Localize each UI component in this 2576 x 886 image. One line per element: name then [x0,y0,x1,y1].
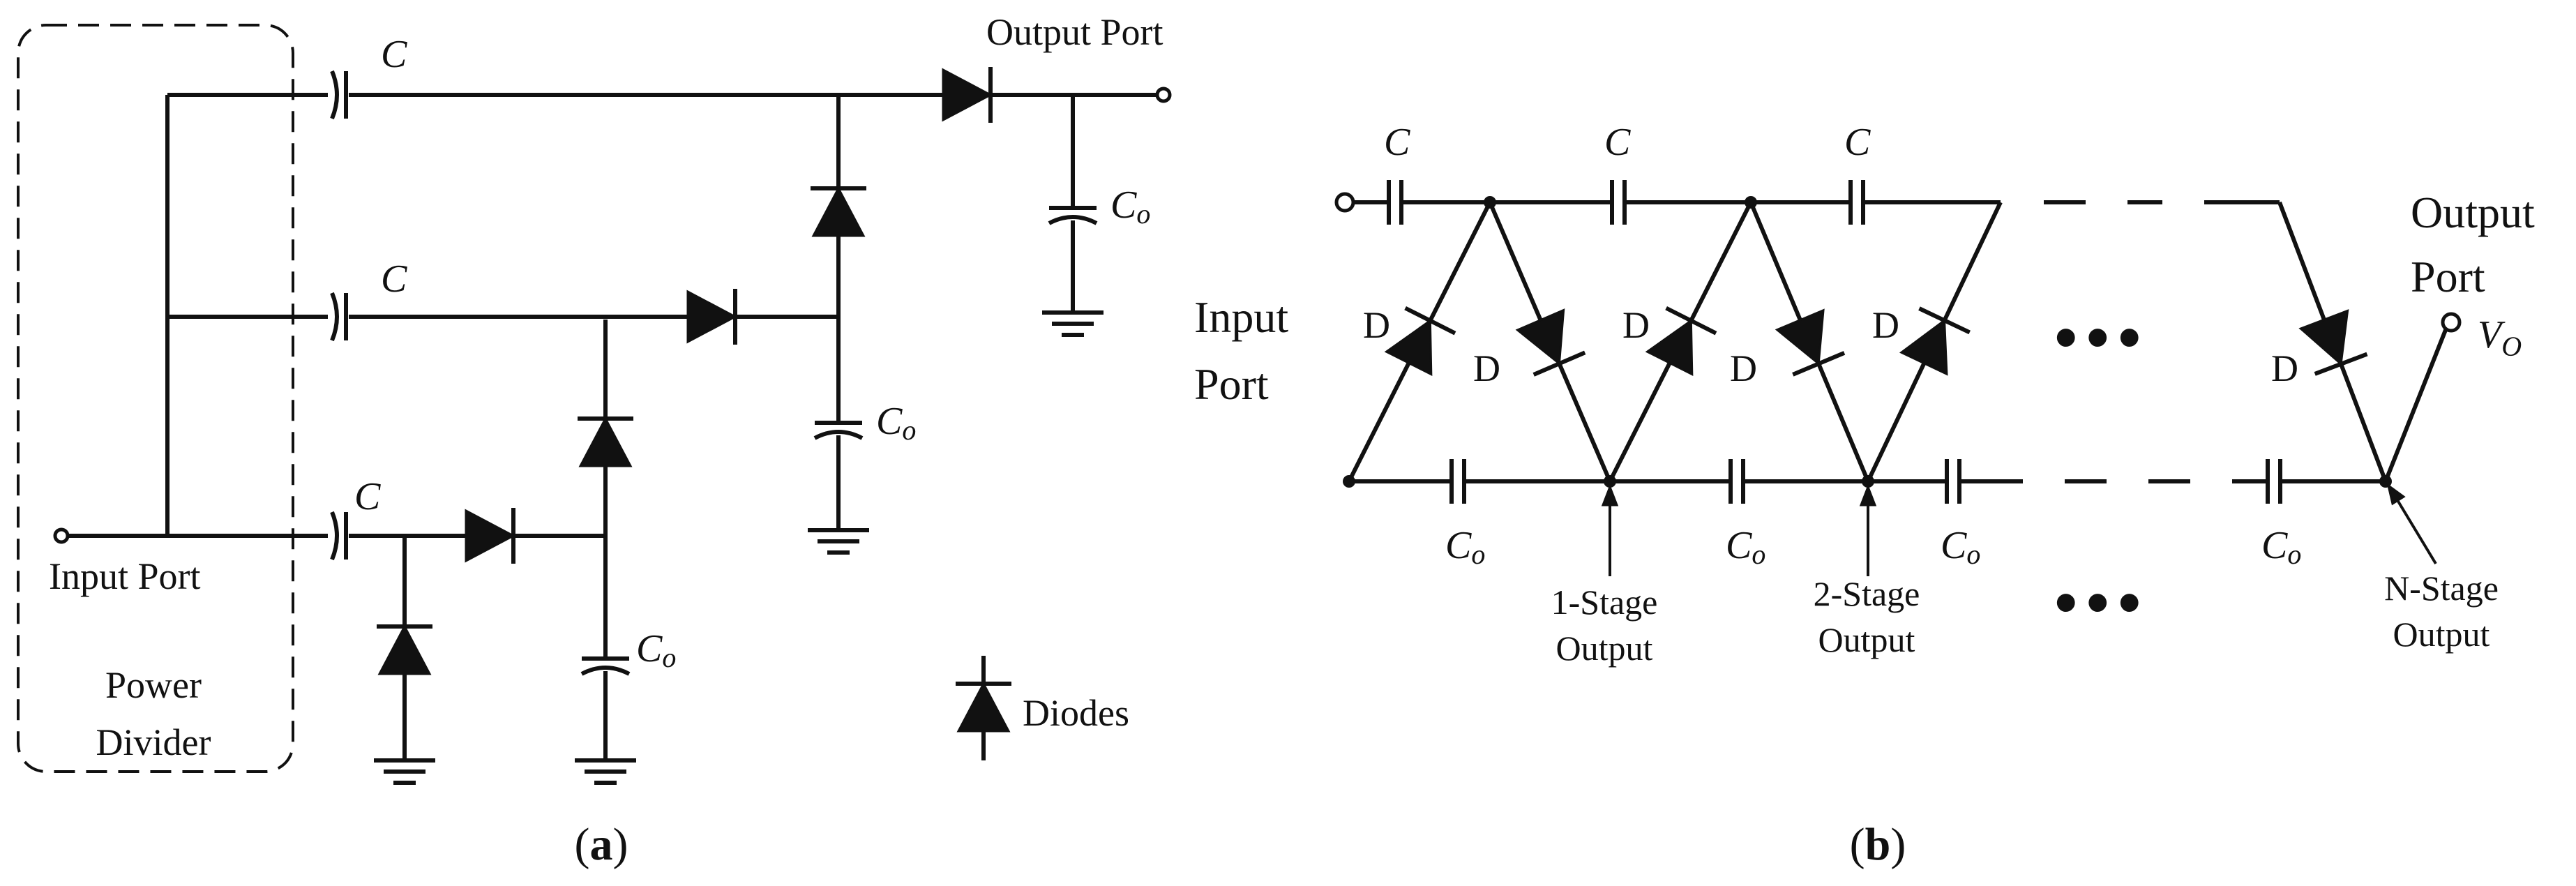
arrow-stage2 [1859,483,1877,506]
label-dn: D [2271,347,2298,389]
label-input-port-a: Input Port [49,555,201,597]
diode-b3 [1645,306,1717,377]
arrow-stagen [2386,483,2406,506]
label-power: Power [105,664,202,706]
arrow-stage1 [1601,483,1619,506]
diode-legend-icon [956,681,1011,733]
diode-stage1-shunt [377,626,432,674]
panel-a: C C C Co Co Co Output Port Input Port Po… [17,11,1172,870]
label-divider: Divider [96,721,211,763]
ground-a3 [808,530,869,553]
label-stage2-line2: Output [1818,620,1915,659]
diode-b4 [1775,308,1846,377]
label-input-port-b-line2: Port [1194,359,1269,409]
label-stage1-line2: Output [1556,629,1653,668]
label-output-port-b-line2: Port [2411,252,2485,301]
diode-b5 [1899,306,1971,376]
label-c-stage3: C [381,33,407,76]
label-co-b1: Co [1445,524,1485,570]
capacitor-c-stage1 [332,512,346,560]
ground-a4 [1042,313,1104,335]
label-co-stage1: Co [636,627,676,673]
label-vo: VO [2478,313,2522,362]
label-co-b3: Co [1941,524,1980,570]
ground-a1 [374,760,435,783]
label-stage2-line1: 2-Stage [1814,574,1920,613]
label-d2: D [1473,347,1500,389]
input-terminal-b [1334,192,1355,213]
ellipsis-bottom: ••• [2055,568,2151,638]
diode-stage2-series [688,289,735,345]
capacitor-c-b2 [1612,180,1625,225]
diode-b2 [1515,308,1586,377]
label-d1: D [1363,304,1390,346]
ground-a2 [575,760,636,783]
capacitor-c-stage2 [332,293,346,340]
capacitor-co-b2 [1731,459,1743,504]
capacitor-co-b1 [1452,459,1464,504]
power-divider-box [17,24,294,773]
input-terminal-a [53,527,70,544]
diode-bn [2298,309,2368,376]
label-c-b1: C [1384,121,1410,164]
label-input-port-b-line1: Input [1194,292,1288,342]
diode-stage1-vertical [578,419,633,466]
diode-stage1-series [466,508,513,564]
label-co-bn: Co [2261,524,2301,570]
label-c-stage2: C [381,257,407,301]
capacitor-co-bn [2268,459,2280,504]
label-co-output: Co [1110,183,1150,230]
ellipsis-top: ••• [2055,303,2151,373]
label-stage1-line1: 1-Stage [1551,583,1658,622]
output-terminal-a [1155,87,1172,103]
capacitor-c-b1 [1389,180,1401,225]
diode-stage2-vertical [811,188,866,236]
label-co-stage2: Co [876,400,916,446]
capacitor-c-b3 [1851,180,1863,225]
output-terminal-b [2441,312,2462,333]
label-d5: D [1872,304,1899,346]
caption-a: (a) [575,819,628,870]
label-output-port-b-line1: Output [2411,188,2535,237]
label-stagen-line2: Output [2393,615,2490,654]
label-output-port-a: Output Port [986,11,1163,53]
label-co-b2: Co [1726,524,1765,570]
panel-b: C C C Co Co Co Co D D D D D D Input Port… [1194,121,2535,870]
caption-b: (b) [1850,819,1906,870]
label-d4: D [1730,347,1757,389]
label-c-b3: C [1844,121,1871,164]
label-c-stage1: C [354,475,381,518]
label-c-b2: C [1604,121,1631,164]
label-diodes-legend: Diodes [1023,692,1129,734]
capacitor-c-stage3 [332,71,346,119]
label-d3: D [1622,304,1650,346]
diode-b1 [1384,306,1456,377]
label-stagen-line1: N-Stage [2384,569,2499,608]
diode-stage3-series [943,67,991,123]
capacitor-co-b3 [1947,459,1959,504]
